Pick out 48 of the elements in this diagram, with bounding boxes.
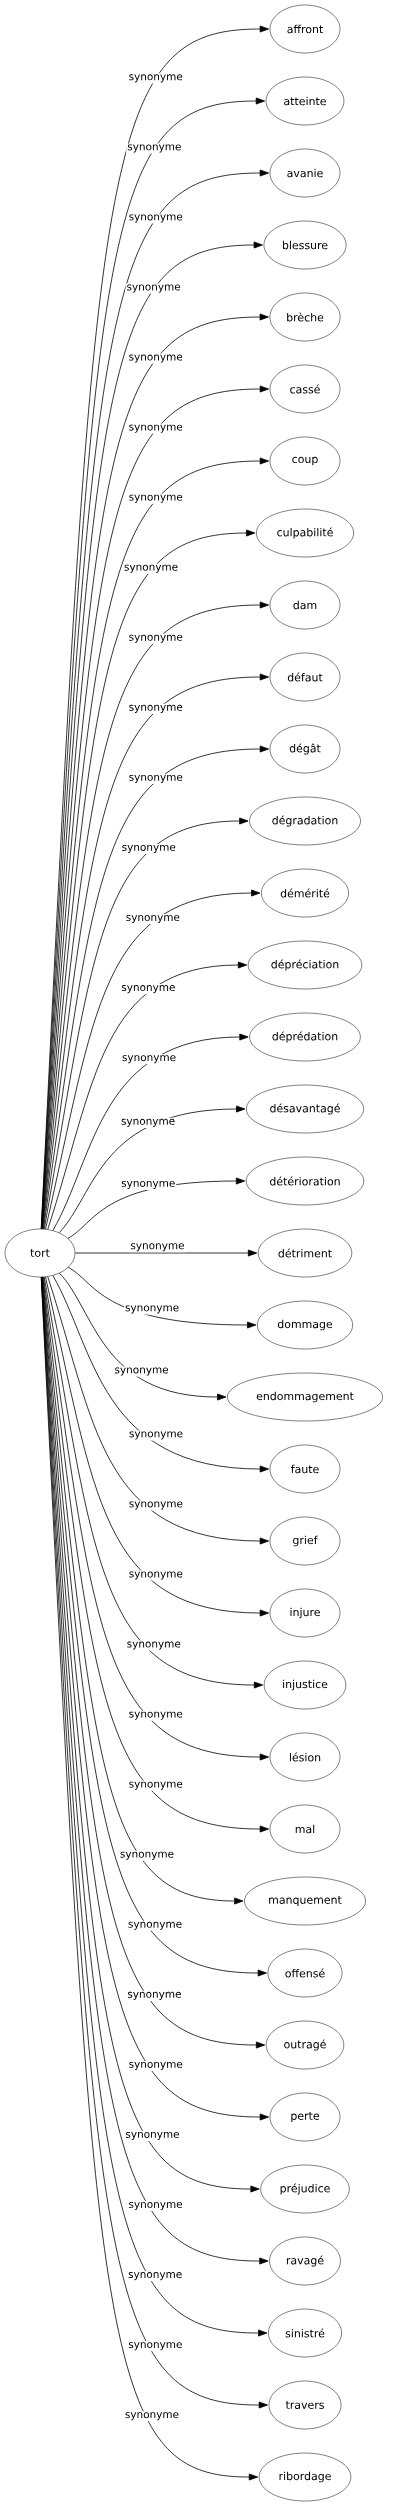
edge-label: synonyme xyxy=(127,1430,185,1441)
edge-label: synonyme xyxy=(126,143,183,154)
edge-label: synonyme xyxy=(127,353,184,364)
edge-label: synonyme xyxy=(127,703,184,714)
edge-label: synonyme xyxy=(127,1500,184,1511)
arrow xyxy=(43,1276,264,1689)
edge-label: synonyme xyxy=(122,563,180,574)
edge-label: synonyme xyxy=(125,1640,182,1651)
edge-label: synonyme xyxy=(125,283,182,294)
edge-label: synonyme xyxy=(120,1117,177,1128)
edge-label: synonyme xyxy=(113,1366,170,1377)
edge-label: synonyme xyxy=(120,844,177,854)
edge-label: synonyme xyxy=(127,1570,184,1581)
edge-label: synonyme xyxy=(127,633,184,644)
edge-label: synonyme xyxy=(127,1780,184,1791)
edge-label: synonyme xyxy=(127,73,184,84)
arrow xyxy=(52,1033,249,1231)
arrow xyxy=(67,1177,246,1239)
arrow xyxy=(67,1267,257,1329)
arrow xyxy=(43,817,249,1230)
edge-label: synonyme xyxy=(127,2060,184,2071)
edge-label: synonyme xyxy=(120,1179,177,1190)
edge-label: synonyme xyxy=(127,2201,184,2212)
edge-label: synonyme xyxy=(120,984,177,995)
edge-label: synonyme xyxy=(127,493,184,504)
edge-label: synonyme xyxy=(127,423,184,434)
edge-label: synonyme xyxy=(124,914,181,925)
arrow xyxy=(45,1276,269,1617)
edge-label: synonyme xyxy=(118,1850,175,1861)
edge-label: synonyme xyxy=(124,1304,181,1315)
edge-label: synonyme xyxy=(127,2341,184,2352)
arrow xyxy=(47,961,248,1230)
edge-label: synonyme xyxy=(126,1920,184,1931)
edge-label: synonyme xyxy=(126,1990,183,2001)
edge-label: synonyme xyxy=(129,1242,186,1253)
edge-label: synonyme xyxy=(127,2271,184,2282)
arrow xyxy=(47,1276,269,1545)
edge-label: synonyme xyxy=(123,2411,180,2422)
edge-label: synonyme xyxy=(127,1710,184,1721)
edge-label: synonyme xyxy=(124,2131,181,2141)
arrow xyxy=(74,1249,258,1257)
edge-label: synonyme xyxy=(127,773,184,784)
edge-label: synonyme xyxy=(127,213,184,224)
arrow xyxy=(45,889,261,1230)
arrow xyxy=(59,1272,227,1401)
edge-label: synonyme xyxy=(120,1054,178,1065)
arrow xyxy=(58,1105,246,1234)
arrow xyxy=(52,1275,269,1473)
